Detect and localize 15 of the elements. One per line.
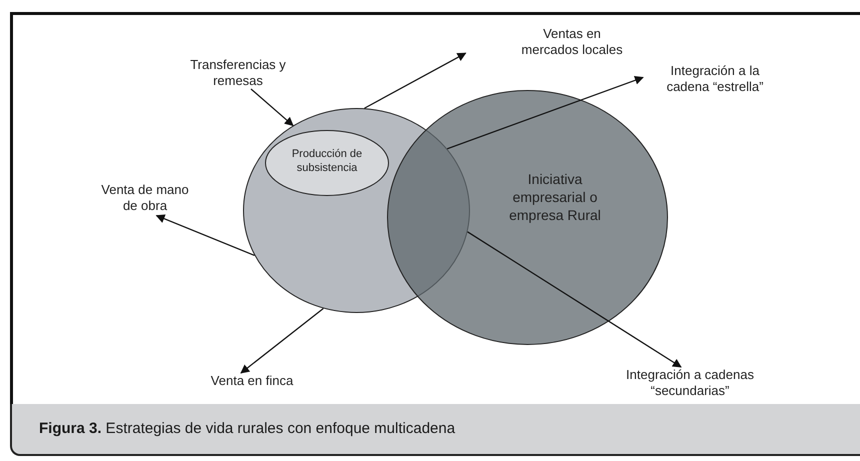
shape-label: Producción de subsistencia <box>290 147 364 175</box>
arrow <box>250 88 294 126</box>
strategy-label: Venta en finca <box>210 373 294 389</box>
strategy-label: Venta de mano de obra <box>100 182 190 214</box>
figure-caption: Figura 3. Estrategias de vida rurales con enfoque multicadena <box>39 420 456 437</box>
strategy-label: Integración a cadenas “secundarias” <box>625 367 755 399</box>
strategy-label: Ventas en mercados locales <box>520 26 624 58</box>
arrow <box>467 231 682 368</box>
arrow <box>446 76 644 150</box>
arrow <box>240 308 324 374</box>
strategy-label: Integración a la cadena “estrella” <box>666 63 764 95</box>
arrow <box>364 52 466 109</box>
strategy-label: Transferencias y remesas <box>189 57 287 89</box>
arrow <box>156 214 255 256</box>
shape-label: Iniciativa empresarial o empresa Rural <box>508 170 602 224</box>
